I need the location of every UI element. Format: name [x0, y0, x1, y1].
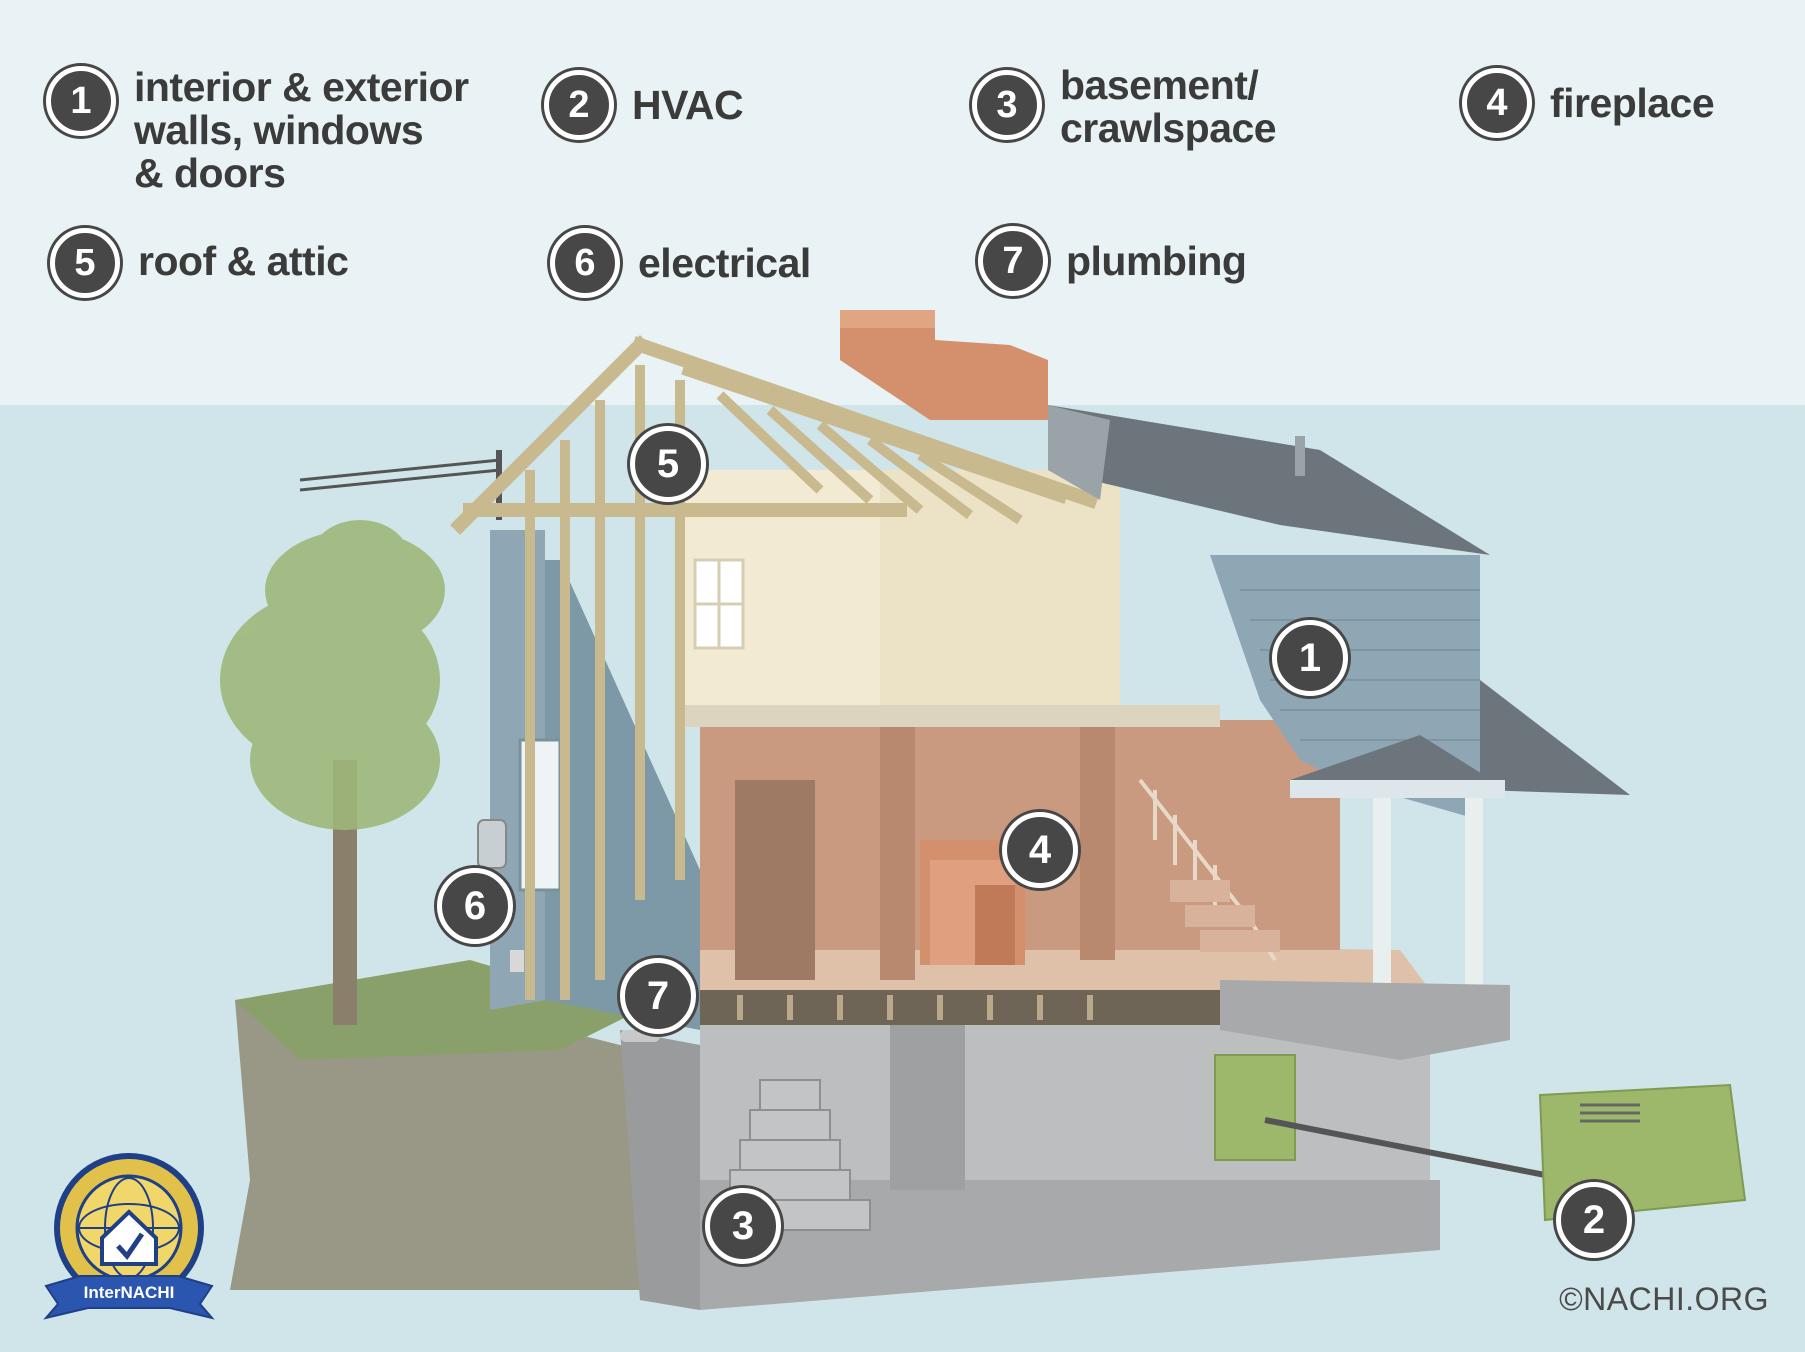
refrigerant-line [1264, 1117, 1546, 1178]
porch-column-left [1373, 798, 1391, 1018]
marker-electrical: 6 [437, 868, 513, 944]
legend-item-plumbing: 7 plumbing [978, 226, 1247, 296]
legend-label: basement/ crawlspace [1060, 62, 1277, 151]
marker-basement: 3 [705, 1188, 781, 1264]
second-floor-ledge [680, 705, 1220, 727]
marker-badge: 3 [705, 1188, 781, 1264]
porch-column-right [1465, 798, 1483, 1018]
legend-badge: 3 [972, 70, 1042, 140]
legend-badge: 7 [978, 226, 1048, 296]
fireplace-mantel [920, 840, 1025, 965]
exterior-wall-front [545, 560, 700, 1030]
marker-roof-attic: 5 [630, 426, 706, 502]
marker-fireplace: 4 [1002, 812, 1078, 888]
soil-block [230, 1000, 660, 1290]
marker-plumbing: 7 [620, 958, 696, 1034]
porch-slab [1220, 980, 1510, 1060]
outlet-box [510, 950, 524, 972]
legend-badge: 4 [1462, 68, 1532, 138]
copyright-text: ©NACHI.ORG [1559, 1281, 1769, 1317]
logo-ribbon [43, 1275, 215, 1320]
legend-item-roof: 5 roof & attic [50, 228, 349, 298]
legend-badge: 2 [544, 70, 614, 140]
legend-label: interior & exterior walls, windows & doo… [134, 64, 469, 196]
marker-walls: 1 [1272, 620, 1348, 696]
legend-badge: 1 [46, 66, 116, 136]
electric-meter [477, 819, 507, 869]
legend-label: electrical [638, 240, 811, 286]
marker-badge: 7 [620, 958, 696, 1034]
legend-item-walls: 1 interior & exterior walls, windows & d… [46, 66, 469, 195]
legend-badge: 5 [50, 228, 120, 298]
marker-badge: 2 [1556, 1182, 1632, 1258]
furnace-unit [1214, 1054, 1296, 1161]
porch-beam [1290, 780, 1505, 798]
marker-hvac: 2 [1556, 1182, 1632, 1258]
interior-doorway [735, 780, 815, 980]
roof-right [1048, 405, 1490, 555]
legend-label: fireplace [1550, 80, 1715, 126]
tree-canopy [220, 520, 445, 830]
interior-partition [880, 720, 915, 980]
legend-label: plumbing [1066, 238, 1247, 284]
marker-badge: 4 [1002, 812, 1078, 888]
interior-stair-steps [1170, 880, 1280, 952]
logo-ribbon-text: InterNACHI [84, 1283, 175, 1302]
basement-left-wall [620, 1030, 700, 1310]
marker-badge: 5 [630, 426, 706, 502]
legend-label: roof & attic [138, 238, 349, 284]
marker-badge: 6 [437, 868, 513, 944]
internachi-logo: InterNACHI [43, 1153, 215, 1320]
marker-badge: 1 [1272, 620, 1348, 696]
legend-item-fireplace: 4 fireplace [1462, 68, 1715, 138]
roof-vent [1295, 436, 1305, 476]
power-line [299, 458, 501, 482]
legend-label: HVAC [632, 82, 744, 128]
roof-right-light [1048, 405, 1110, 500]
chimney [840, 310, 1048, 420]
legend-item-basement: 3 basement/ crawlspace [972, 64, 1277, 150]
interior-partition-2 [1080, 720, 1115, 960]
roof-far-right [1480, 680, 1630, 795]
legend-item-electrical: 6 electrical [550, 228, 811, 298]
legend-badge: 6 [550, 228, 620, 298]
basement-column [890, 1015, 965, 1190]
legend-item-hvac: 2 HVAC [544, 70, 744, 140]
